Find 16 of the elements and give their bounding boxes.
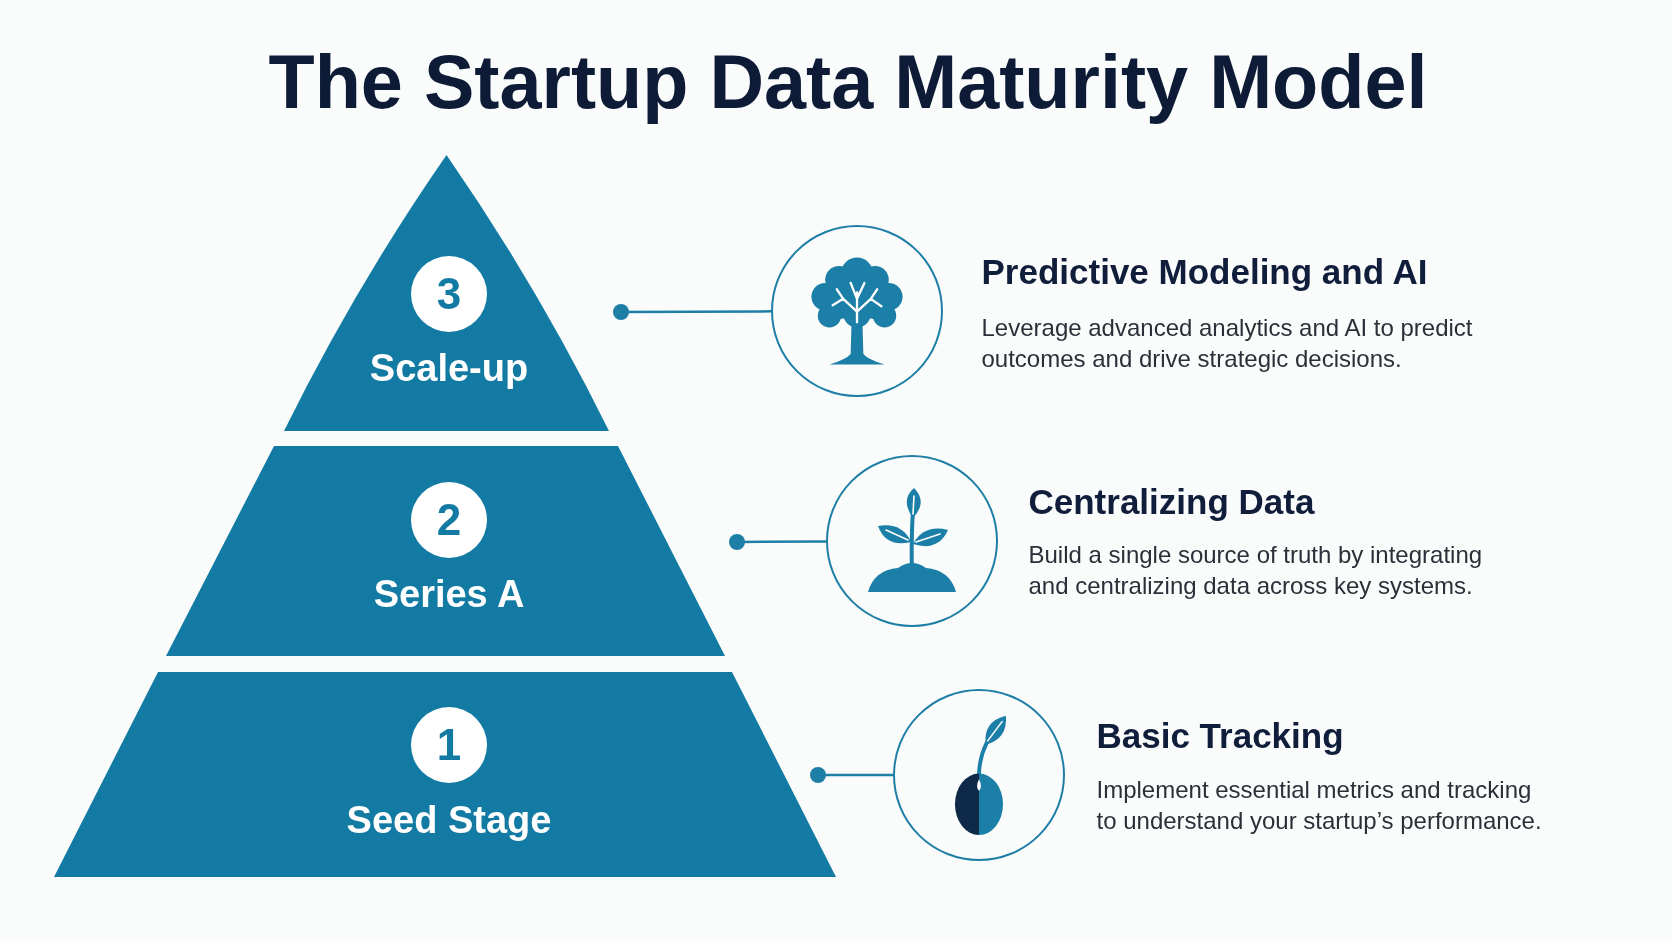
stage-description: Leverage advanced analytics and AI to predict outcomes and drive strategic decisions. (981, 312, 1474, 374)
leader-line (613, 304, 771, 320)
stage-description: Implement essential metrics and tracking to understand your startup’s performance. (1096, 774, 1543, 836)
pyramid-tier (166, 446, 725, 656)
tier-label: Scale-up (369, 347, 529, 391)
leader-line (729, 534, 826, 550)
leader-line (810, 767, 893, 783)
pyramid-tier (284, 155, 609, 431)
stage-heading: Centralizing Data (1028, 481, 1315, 522)
tier-label: Series A (373, 573, 525, 617)
stage-description: Build a single source of truth by integrating and centralizing data across key systems. (1028, 539, 1484, 601)
tier-label: Seed Stage (346, 799, 552, 843)
stage-heading: Basic Tracking (1096, 715, 1344, 756)
stage-heading: Predictive Modeling and AI (981, 251, 1428, 292)
title: The Startup Data Maturity Model (268, 39, 1428, 127)
pyramid-tier (54, 672, 836, 877)
